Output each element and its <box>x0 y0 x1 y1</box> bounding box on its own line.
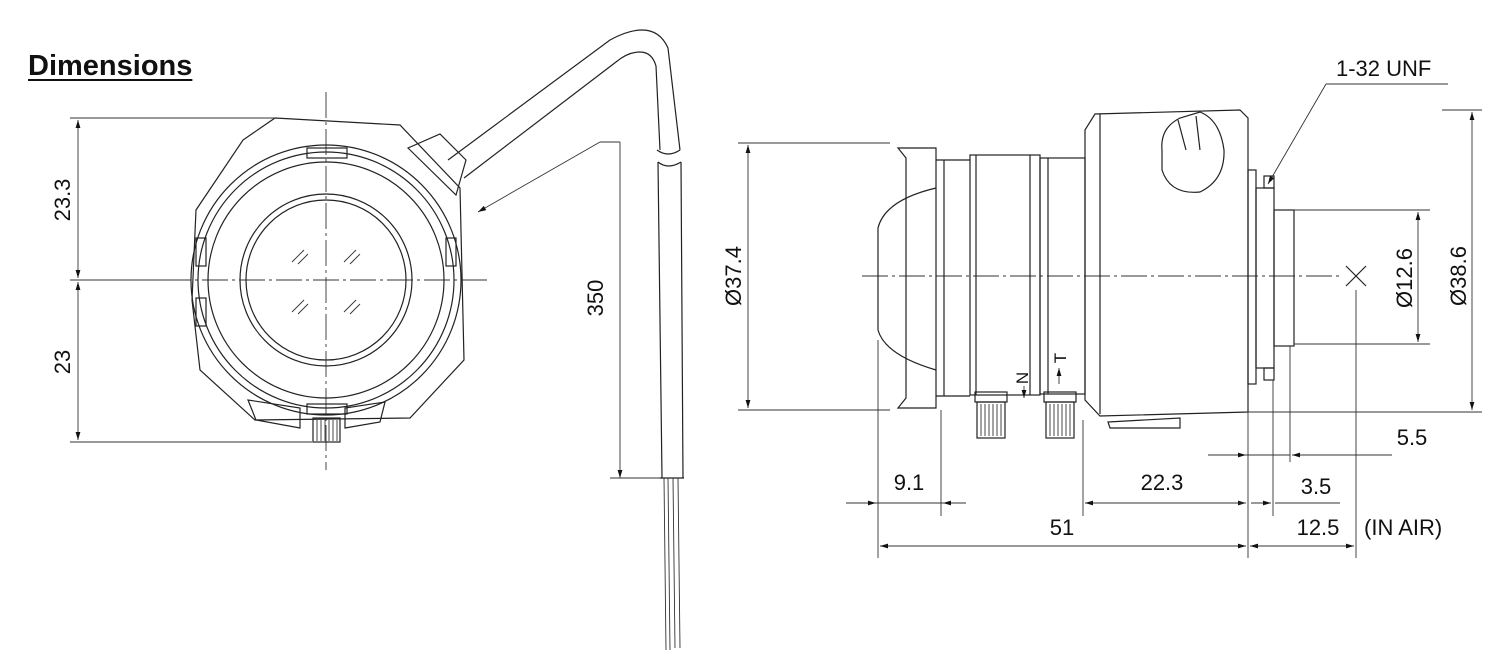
cable-wires <box>663 477 681 651</box>
front-hood <box>896 147 937 409</box>
cable-right-edge <box>680 161 684 479</box>
cable-break-2 <box>657 161 682 167</box>
tele-label: T <box>1051 353 1070 363</box>
body-dia-label: Ø38.6 <box>1446 246 1471 306</box>
front-focus-knob <box>312 417 341 443</box>
glass-hatch <box>291 249 361 315</box>
front-outer-ring-inner <box>197 151 455 409</box>
rear-dia-label: Ø12.6 <box>1392 248 1417 308</box>
cable-inner-top <box>463 51 661 179</box>
cable-boot <box>406 133 467 197</box>
near-label: N <box>1013 372 1032 384</box>
iris-boot <box>1161 111 1225 193</box>
front-top-tab <box>306 147 348 159</box>
flange-gap-label: 5.5 <box>1397 425 1428 450</box>
front-left-clip-2 <box>195 297 207 327</box>
back-focus-note: (IN AIR) <box>1364 515 1442 540</box>
rear-element <box>1273 209 1295 347</box>
front-outer-ring <box>190 144 462 416</box>
near-knob <box>976 401 1006 439</box>
total-length-label: 51 <box>1050 515 1074 540</box>
front-bottom-bracket-left <box>247 399 301 429</box>
bottom-tab <box>1107 417 1181 429</box>
mount-thread <box>1255 187 1275 369</box>
cable-break-1 <box>656 149 681 155</box>
tele-knob <box>1045 401 1075 439</box>
front-bottom-bracket-right <box>344 401 386 429</box>
front-left-clip <box>195 237 207 267</box>
bottom-height-label: 23 <box>50 350 75 374</box>
mid-length-label: 22.3 <box>1141 470 1184 495</box>
front-bottom-tab <box>306 403 348 415</box>
thread-bottom <box>1263 367 1275 381</box>
tele-knob-knurl <box>1049 404 1071 436</box>
thread-length-label: 3.5 <box>1301 474 1332 499</box>
page-title: Dimensions <box>28 50 193 82</box>
focal-point-b <box>1345 265 1367 287</box>
front-lens-ring <box>239 193 413 367</box>
front-housing-outline <box>191 117 465 421</box>
front-knob-knurl <box>316 420 338 441</box>
front-right-clip <box>445 237 457 267</box>
near-knob-cap <box>974 391 1008 403</box>
thread-callout-leader <box>1267 83 1327 185</box>
cable-left-edge <box>657 161 663 479</box>
cable-length-label: 350 <box>583 280 608 317</box>
front-offset-label: 9.1 <box>894 470 925 495</box>
front-dia-label: Ø37.4 <box>721 246 746 306</box>
cable-outer-top <box>447 29 681 161</box>
front-dome <box>877 187 937 371</box>
mount-flange <box>1247 169 1257 385</box>
top-height-label: 23.3 <box>50 179 75 222</box>
front-view: 350 23.3 23 <box>50 29 684 651</box>
side-view: N T Ø37.4 Ø12.6 Ø38.6 1-32 UNF <box>721 56 1482 558</box>
back-focus-label: 12.5 <box>1297 515 1340 540</box>
cable-leader <box>477 141 601 213</box>
thread-callout-label: 1-32 UNF <box>1336 56 1431 81</box>
iris-boot-detail <box>1177 115 1201 151</box>
front-glass <box>245 199 407 361</box>
front-bezel <box>207 161 445 399</box>
near-knob-knurl <box>980 404 1002 436</box>
